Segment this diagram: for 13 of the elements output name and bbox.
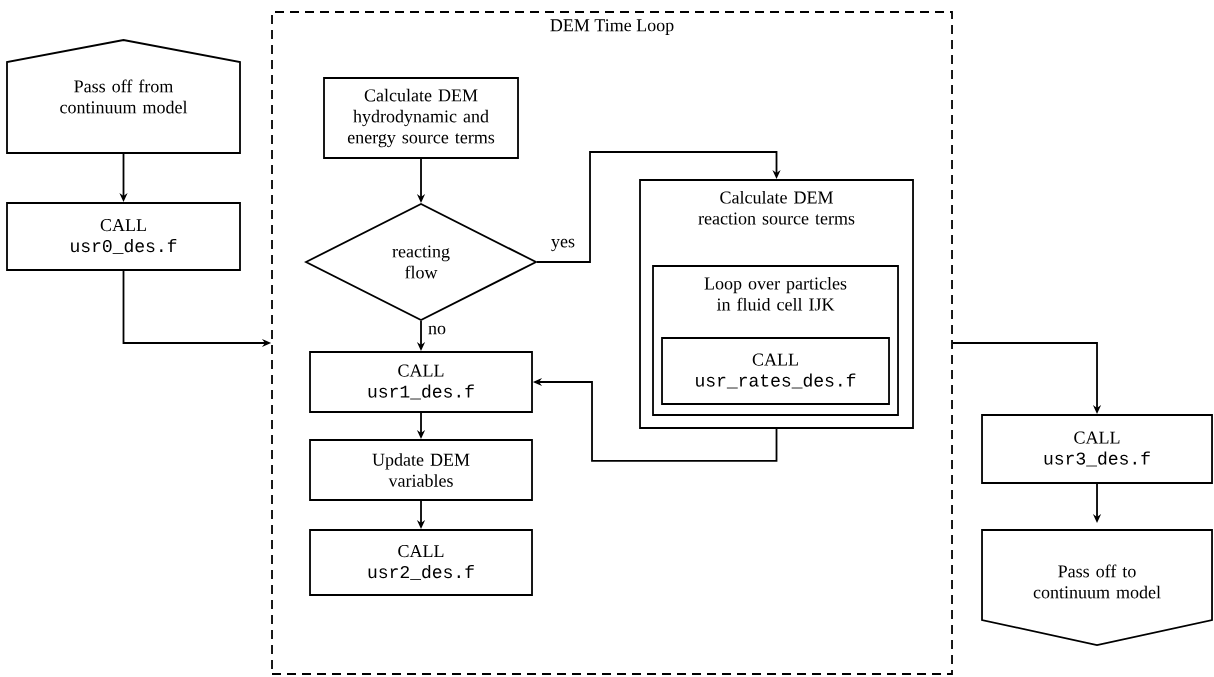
process-box: CALL usr0_des.f (6, 202, 241, 271)
process-box: CALL usr1_des.f (309, 351, 533, 413)
edge-label: yes (551, 238, 575, 252)
process-box: CALL usr_rates_des.f (661, 337, 890, 405)
end-pentagon: Pass off to continuum model (981, 529, 1213, 646)
start-pentagon: Pass off from continuum model (6, 39, 241, 154)
process-box: CALL usr3_des.f (981, 414, 1213, 484)
arrow (536, 151, 781, 263)
process-box: Calculate DEM hydrodynamic and energy source terms (323, 77, 519, 159)
frame-title: DEM Time Loop (550, 19, 674, 35)
process-box: Update DEM variables (309, 439, 533, 501)
edge-label: no (428, 325, 446, 335)
process-box: CALL usr2_des.f (309, 529, 533, 596)
